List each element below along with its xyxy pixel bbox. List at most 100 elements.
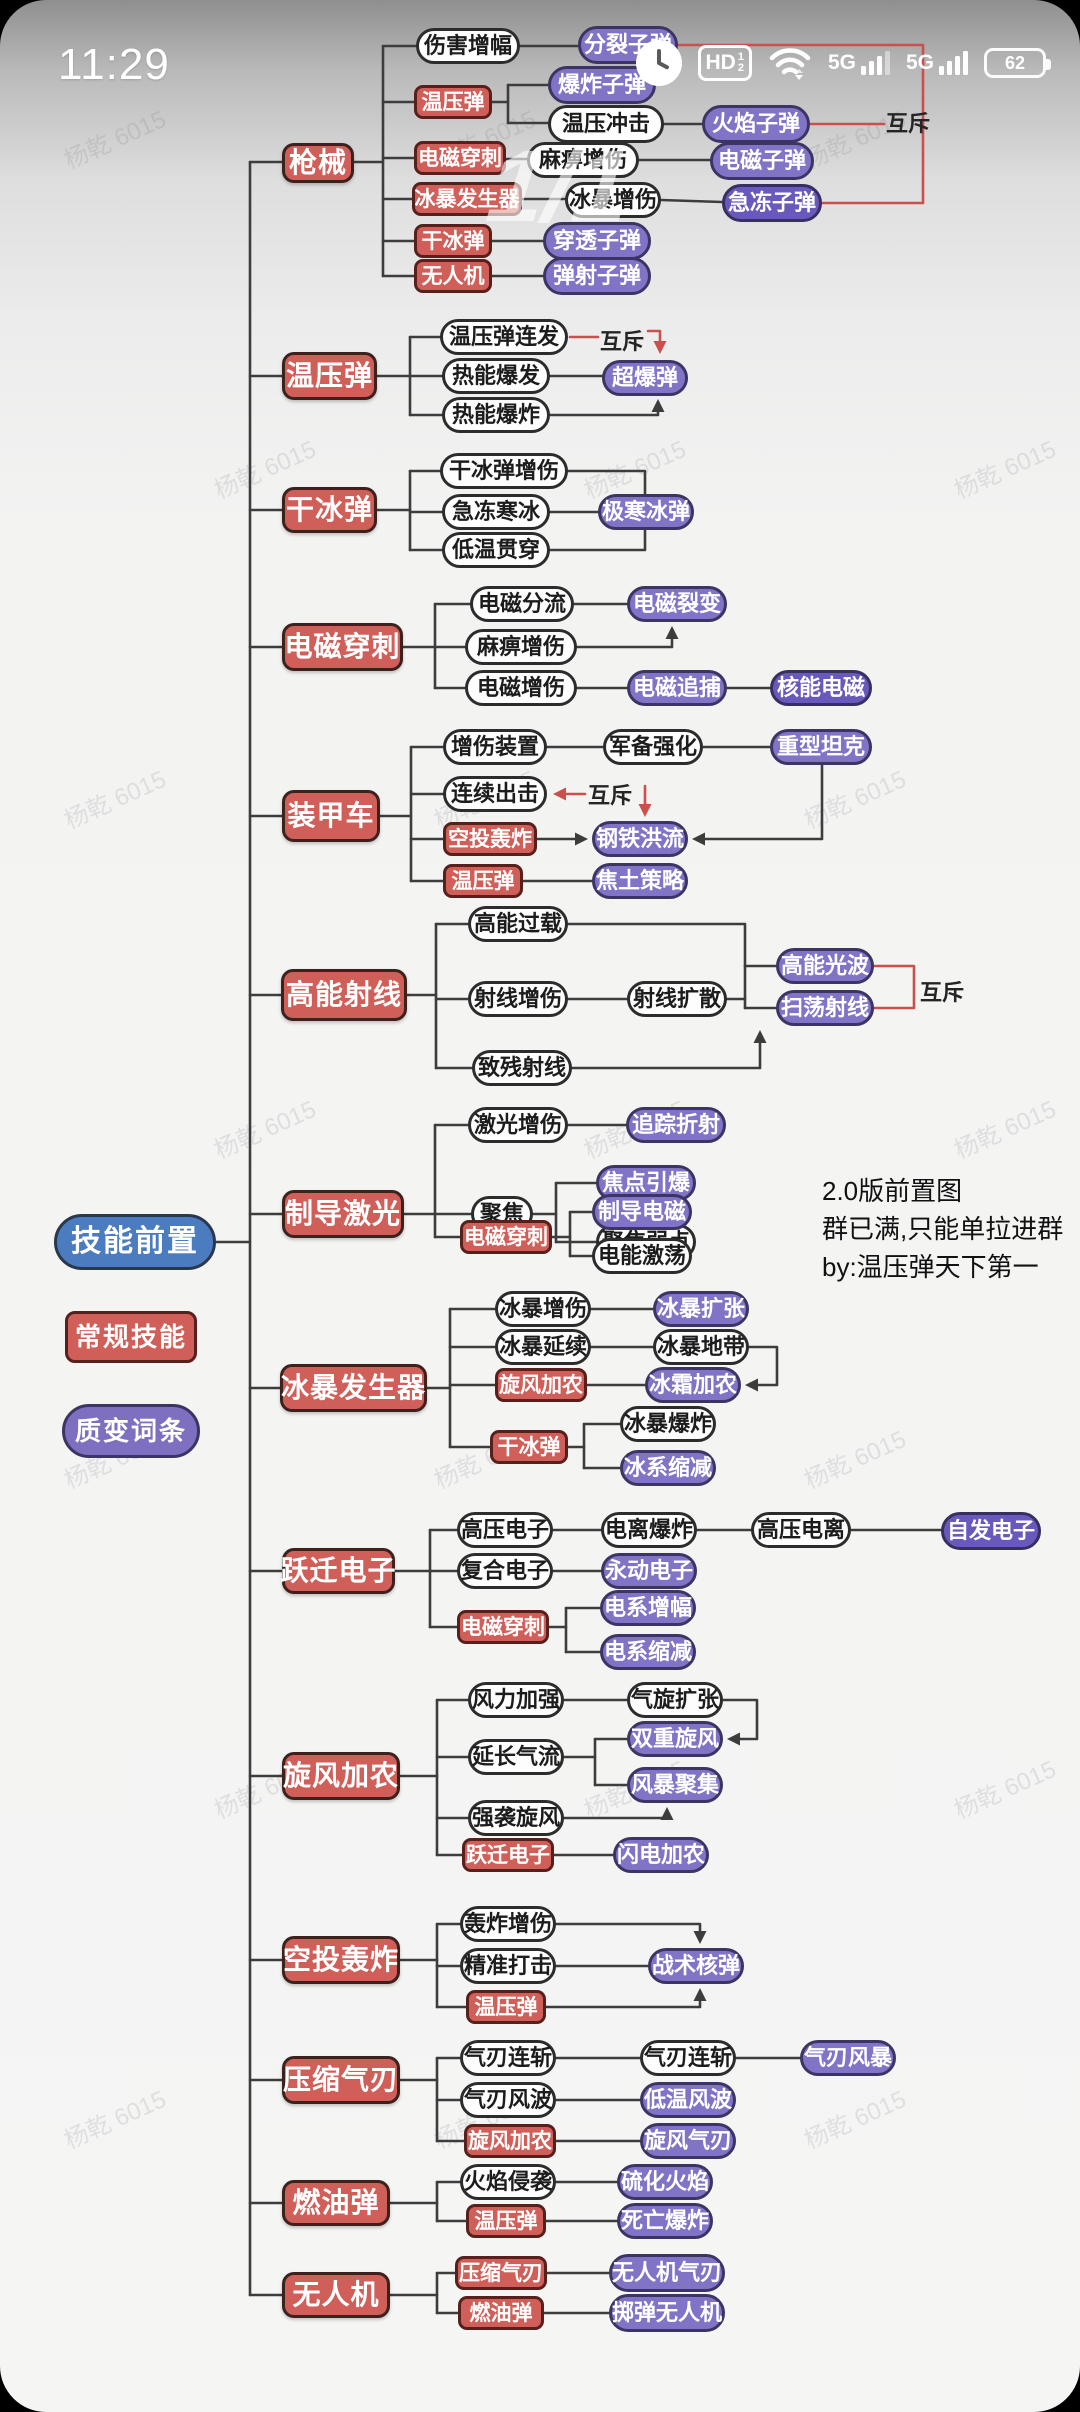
skill-upgrade-node: 强袭旋风 — [468, 1800, 564, 1836]
trait-node: 极寒冰弹 — [598, 494, 694, 530]
skill-category-node: 冰暴发生器 — [280, 1364, 427, 1412]
skill-upgrade-node: 激光增伤 — [468, 1107, 568, 1143]
skill-upgrade-node: 急冻寒冰 — [442, 494, 550, 530]
skill-upgrade-node: 冰暴地带 — [653, 1329, 749, 1365]
trait-node: 气刃风暴 — [800, 2040, 896, 2076]
skill-category-node: 电磁穿刺 — [282, 623, 403, 671]
trait-node: 穿透子弹 — [543, 222, 651, 260]
skill-upgrade-node: 复合电子 — [457, 1553, 553, 1589]
skill-upgrade-node: 致残射线 — [472, 1050, 572, 1086]
trait-node: 追踪折射 — [626, 1107, 726, 1143]
skill-upgrade-node: 气刃风波 — [460, 2082, 556, 2118]
skill-upgrade-node: 冰暴爆炸 — [620, 1406, 716, 1442]
trait-node: 分裂子弹 — [578, 26, 678, 64]
trait-node: 双重旋风 — [627, 1721, 723, 1757]
skill-upgrade-node: 连续出击 — [443, 776, 547, 812]
skill-category-node: 装甲车 — [282, 790, 380, 842]
skill-upgrade-node: 冰暴延续 — [495, 1329, 591, 1365]
trait-node: 焦土策略 — [592, 863, 688, 899]
skill-upgrade-node: 温压弹连发 — [440, 319, 568, 355]
trait-node: 死亡爆炸 — [617, 2203, 713, 2239]
skill-upgrade-node: 高能过载 — [468, 906, 568, 942]
skill-upgrade-node: 气刃连斩 — [460, 2040, 556, 2076]
skill-upgrade-node: 气刃连斩 — [640, 2040, 736, 2076]
trait-node: 制导电磁 — [592, 1194, 692, 1230]
skill-ref-node: 温压弹 — [466, 2204, 546, 2238]
trait-node: 自发电子 — [941, 1512, 1041, 1550]
skill-ref-node: 温压弹 — [466, 1990, 546, 2024]
trait-node: 电系缩减 — [600, 1634, 696, 1670]
skill-ref-node: 电磁穿刺 — [460, 1220, 552, 1254]
skill-upgrade-node: 麻痹增伤 — [465, 629, 577, 665]
skill-upgrade-node: 电磁增伤 — [465, 670, 577, 706]
trait-node: 急冻子弹 — [722, 184, 822, 222]
skill-upgrade-node: 火焰侵袭 — [460, 2164, 556, 2200]
trait-node: 电磁裂变 — [627, 586, 727, 622]
skill-ref-node: 温压弹 — [443, 864, 523, 898]
skill-upgrade-node: 伤害增幅 — [416, 28, 520, 64]
skill-upgrade-node: 高压电离 — [751, 1512, 851, 1548]
trait-node: 电磁子弹 — [710, 142, 814, 180]
skill-category-node: 旋风加农 — [282, 1752, 400, 1800]
trait-node: 硫化火焰 — [617, 2164, 713, 2200]
skill-ref-node: 压缩气刃 — [455, 2256, 547, 2290]
skill-ref-node: 干冰弹 — [414, 224, 492, 258]
skill-category-node: 干冰弹 — [282, 487, 377, 533]
trait-node: 战术核弹 — [648, 1948, 744, 1984]
trait-node: 无人机气刃 — [609, 2254, 725, 2292]
skill-category-node: 无人机 — [282, 2272, 390, 2318]
skill-upgrade-node: 热能爆炸 — [442, 397, 550, 433]
trait-node: 冰暴扩张 — [653, 1291, 749, 1327]
mutex-label: 互斥 — [600, 329, 645, 354]
skill-category-node: 压缩气刃 — [282, 2056, 400, 2104]
note-block: 2.0版前置图 群已满,只能单拉进群 by:温压弹天下第一 — [822, 1172, 1063, 1286]
trait-node: 永动电子 — [601, 1553, 697, 1589]
mutex-label: 互斥 — [886, 111, 931, 136]
trait-node: 闪电加农 — [613, 1837, 709, 1873]
skill-ref-node: 无人机 — [414, 259, 492, 293]
skill-upgrade-node: 电离爆炸 — [601, 1512, 697, 1548]
trait-node: 核能电磁 — [770, 670, 872, 706]
skill-ref-node: 燃油弹 — [458, 2296, 544, 2330]
skill-ref-node: 电磁穿刺 — [457, 1610, 549, 1644]
skill-category-node: 空投轰炸 — [282, 1936, 400, 1984]
trait-node: 火焰子弹 — [702, 105, 810, 143]
trait-node: 风暴聚集 — [627, 1767, 723, 1803]
trait-node: 弹射子弹 — [543, 257, 651, 295]
skill-upgrade-node: 军备强化 — [603, 729, 703, 765]
trait-node: 低温风波 — [640, 2082, 736, 2118]
skill-upgrade-node: 热能爆发 — [442, 358, 550, 394]
skill-category-node: 跃迁电子 — [281, 1548, 396, 1594]
trait-node: 高能光波 — [776, 948, 874, 984]
legend-normal-skill: 常规技能 — [65, 1311, 197, 1363]
trait-node: 钢铁洪流 — [592, 821, 688, 857]
skill-ref-node: 冰暴发生器 — [412, 182, 522, 216]
skill-upgrade-node: 低温贯穿 — [442, 532, 550, 568]
skill-ref-node: 旋风加农 — [495, 1368, 587, 1402]
skill-upgrade-node: 风力加强 — [468, 1682, 564, 1718]
trait-node: 超爆弹 — [602, 360, 688, 396]
skill-upgrade-node: 精准打击 — [460, 1948, 556, 1984]
trait-node: 旋风气刃 — [640, 2123, 736, 2159]
skill-ref-node: 跃迁电子 — [462, 1838, 554, 1872]
skill-ref-node: 温压弹 — [414, 85, 492, 119]
note-line: by:温压弹天下第一 — [822, 1252, 1039, 1282]
trait-node: 掷弹无人机 — [609, 2294, 725, 2332]
skill-upgrade-node: 射线增伤 — [468, 981, 568, 1017]
trait-node: 扫荡射线 — [776, 990, 874, 1026]
trait-node: 电系增幅 — [600, 1590, 696, 1626]
skill-upgrade-node: 轰炸增伤 — [460, 1906, 556, 1942]
skill-category-node: 燃油弹 — [282, 2180, 390, 2226]
skill-upgrade-node: 电磁分流 — [470, 586, 574, 622]
skill-upgrade-node: 麻痹增伤 — [527, 142, 639, 178]
legend-mutation-trait: 质变词条 — [62, 1404, 200, 1458]
skill-upgrade-node: 气旋扩张 — [627, 1682, 723, 1718]
skill-upgrade-node: 射线扩散 — [627, 981, 727, 1017]
skill-category-node: 枪械 — [282, 143, 354, 183]
trait-node: 重型坦克 — [770, 729, 872, 765]
skill-category-node: 制导激光 — [282, 1190, 404, 1238]
skill-category-node: 高能射线 — [281, 969, 407, 1021]
skill-upgrade-node: 冰暴增伤 — [495, 1291, 591, 1327]
